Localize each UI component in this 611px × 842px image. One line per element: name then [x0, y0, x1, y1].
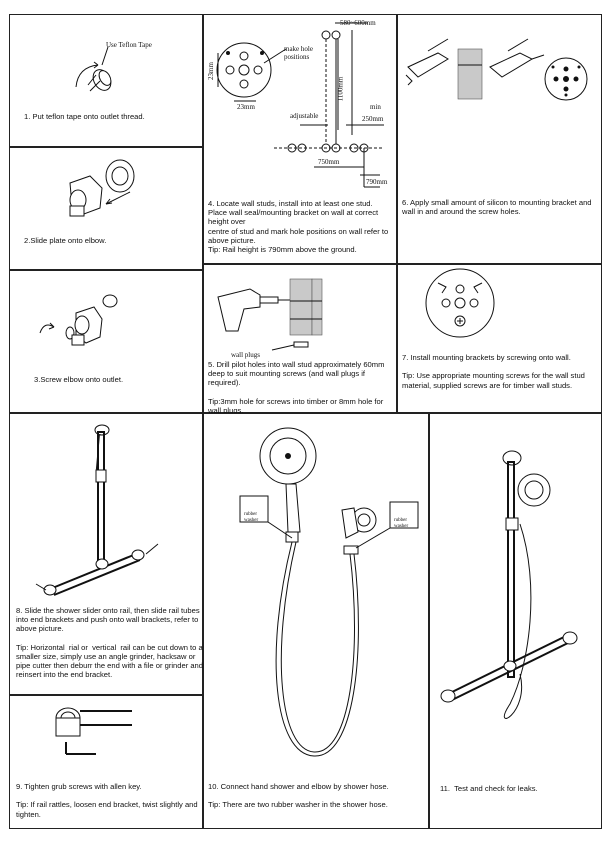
- step-1-text: 1. Put teflon tape onto outlet thread.: [24, 112, 145, 121]
- step-8-text: 8. Slide the shower slider onto rail, th…: [16, 606, 204, 680]
- step-6-panel: 6. Apply small amount of silicon to moun…: [397, 14, 602, 264]
- dim-750: 750mm: [318, 158, 340, 166]
- adjustable-label: adjustable: [290, 112, 319, 120]
- make-hole-label: make hole positions: [284, 45, 313, 61]
- step-4-text: 4. Locate wall studs, install into at le…: [208, 199, 389, 255]
- wall-plugs-label: wall plugs: [231, 351, 260, 359]
- elbow-plate-icon: [69, 159, 135, 217]
- step-8-panel: 8. Slide the shower slider onto rail, th…: [9, 413, 203, 695]
- drill-icon: [217, 278, 323, 351]
- min-label: min: [370, 103, 381, 111]
- dim-580-600: 580~600mm: [340, 19, 376, 27]
- step-10-panel: rubber washer rubber washer 10. Connect …: [203, 413, 429, 829]
- step-4-panel: 580~600mm 23mm 23mm make hole positions …: [203, 14, 397, 264]
- step-10-text: 10. Connect hand shower and elbow by sho…: [208, 782, 389, 810]
- step-11-text: 11. Test and check for leaks.: [440, 784, 538, 793]
- step-11-panel: 11. Test and check for leaks.: [429, 413, 602, 829]
- step-6-text: 6. Apply small amount of silicon to moun…: [402, 198, 594, 217]
- step-1-panel: Use Teflon Tape 1. Put teflon tape onto …: [9, 14, 203, 147]
- step-7-panel: 7. Install mounting brackets by screwing…: [397, 264, 602, 413]
- step-9-text: 9. Tighten grub screws with allen key. T…: [16, 782, 198, 819]
- dim-250: 250mm: [362, 115, 384, 123]
- step-2-panel: 2.Slide plate onto elbow.: [9, 147, 203, 270]
- rubber-washer-right: rubber washer: [394, 518, 409, 529]
- dim-23-horizontal: 23mm: [237, 103, 255, 111]
- silicon-gun-icon: [405, 38, 588, 101]
- measurement-diagram: [216, 22, 384, 188]
- dim-23-vertical: 23mm: [206, 62, 215, 80]
- allen-key-icon: [55, 707, 132, 755]
- step-7-text: 7. Install mounting brackets by screwing…: [402, 353, 585, 390]
- step-2-text: 2.Slide plate onto elbow.: [24, 236, 107, 245]
- completed-shower-rail-icon: [440, 450, 578, 719]
- rail-assembly-icon: [35, 424, 159, 596]
- hand-shower-hose-icon: [239, 427, 419, 757]
- screw-elbow-icon: [39, 294, 118, 346]
- teflon-tape-label: Use Teflon Tape: [106, 41, 152, 49]
- step-9-panel: 9. Tighten grub screws with allen key. T…: [9, 695, 203, 829]
- step-5-text: 5. Drill pilot holes into wall stud appr…: [208, 360, 385, 416]
- step-5-panel: wall plugs 5. Drill pilot holes into wal…: [203, 264, 397, 416]
- dim-790: 790mm: [366, 178, 388, 186]
- mounting-bracket-icon: [425, 268, 495, 338]
- step-3-panel: 3.Screw elbow onto outlet.: [9, 270, 203, 413]
- rubber-washer-left: rubber washer: [244, 512, 259, 523]
- dim-1100: 1100mm: [336, 76, 345, 102]
- outlet-thread-icon: [75, 46, 112, 92]
- step-3-text: 3.Screw elbow onto outlet.: [34, 375, 124, 384]
